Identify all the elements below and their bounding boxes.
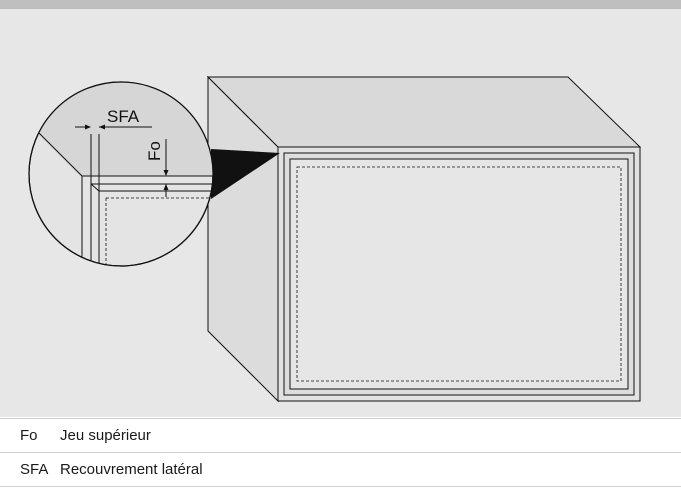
door-inner-dashed [296, 166, 622, 382]
legend-code: SFA [20, 461, 49, 478]
diagram-area: SFA Fo [0, 9, 681, 417]
detail-contents [29, 82, 213, 266]
cabinet-diagram: SFA Fo [28, 75, 642, 403]
legend-description: Recouvrement latéral [60, 461, 203, 478]
legend-row-fo: Fo Jeu supérieur [0, 418, 681, 452]
fo-label: Fo [145, 141, 164, 161]
legend-description: Jeu supérieur [60, 427, 151, 444]
top-strip [0, 0, 681, 9]
door-face [289, 158, 629, 390]
cabinet-top [206, 76, 642, 148]
legend-row-sfa: SFA Recouvrement latéral [0, 452, 681, 487]
legend-code: Fo [20, 427, 38, 444]
zoom-connector [211, 149, 280, 199]
sfa-label: SFA [107, 107, 140, 126]
